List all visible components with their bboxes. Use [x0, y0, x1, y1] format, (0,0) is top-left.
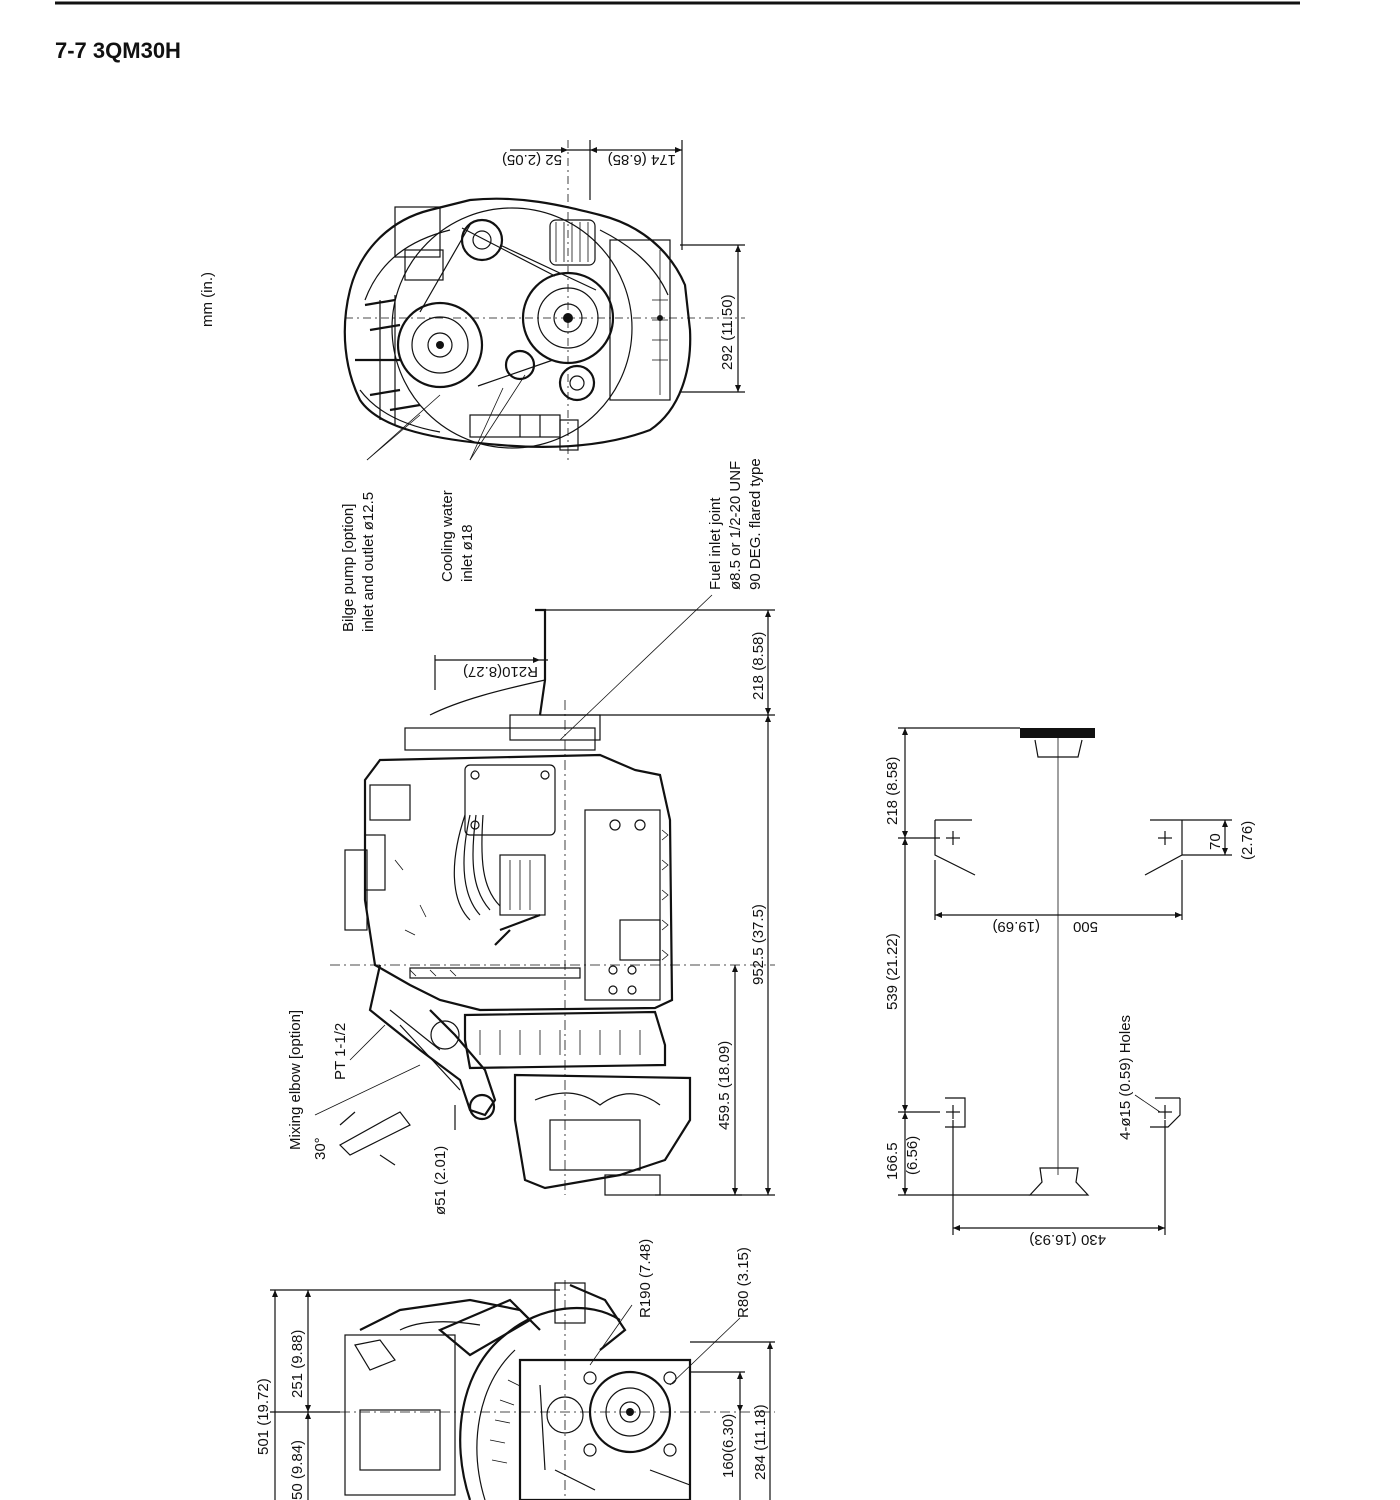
- dim-250: 50 (9.84): [289, 1440, 306, 1500]
- front-view: 174 (6.85) 52 (2.05) 292 (11.50) Bilge p…: [340, 140, 764, 632]
- dim-500-b: (19.69): [992, 918, 1040, 935]
- callout-cooling-2: inlet ø18: [459, 524, 476, 582]
- dim-251: 251 (9.88): [289, 1330, 306, 1398]
- side-view: R210(8.27): [287, 594, 775, 1215]
- callout-cooling-1: Cooling water: [439, 490, 456, 582]
- dim-r190: R190 (7.48): [637, 1239, 654, 1318]
- dim-70-b: (2.76): [1239, 821, 1256, 860]
- dim-70-a: 70: [1207, 833, 1224, 850]
- dim-51: ø51 (2.01): [432, 1146, 449, 1215]
- dim-52: 52 (2.05): [502, 151, 562, 168]
- dim-r80: R80 (3.15): [735, 1247, 752, 1318]
- dim-218-side: 218 (8.58): [750, 632, 767, 700]
- callout-fuel-2: ø8.5 or 1/2-20 UNF: [727, 461, 744, 590]
- dim-218-plan: 218 (8.58): [884, 757, 901, 825]
- dim-539: 539 (21.22): [884, 933, 901, 1010]
- dim-166-a: 166.5: [884, 1142, 901, 1180]
- dim-284: 284 (11.18): [752, 1404, 769, 1480]
- dim-501: 501 (19.72): [255, 1378, 272, 1455]
- callout-fuel-1: Fuel inlet joint: [707, 497, 724, 590]
- units-label: mm (in.): [199, 272, 216, 327]
- callout-bilge-1: Bilge pump [option]: [340, 504, 357, 632]
- dim-292: 292 (11.50): [719, 294, 736, 370]
- dim-952: 952.5 (37.5): [750, 904, 767, 985]
- callout-bilge-2: inlet and outlet ø12.5: [360, 492, 377, 632]
- dim-r210: R210(8.27): [463, 663, 538, 680]
- dim-430: 430 (16.93): [1029, 1231, 1106, 1248]
- dim-160: 160(6.30): [720, 1414, 737, 1478]
- callout-pt: PT 1-1/2: [332, 1023, 349, 1080]
- callout-fuel-3: 90 DEG. flared type: [747, 458, 764, 590]
- dim-166-b: (6.56): [904, 1136, 921, 1175]
- callout-mixing-elbow: Mixing elbow [option]: [287, 1010, 304, 1150]
- rear-view: 501 (19.72) 251 (9.88) 50 (9.84) 160(6.3…: [255, 1239, 775, 1500]
- callout-angle: 30°: [312, 1137, 329, 1160]
- dim-459: 459.5 (18.09): [716, 1041, 733, 1130]
- dim-500-a: 500: [1073, 918, 1098, 935]
- dim-174: 174 (6.85): [608, 151, 676, 168]
- page-title: 7-7 3QM30H: [55, 38, 181, 63]
- mount-plan: 218 (8.58) 539 (21.22) 166.5 (6.56) 500 …: [884, 727, 1256, 1248]
- callout-holes: 4-ø15 (0.59) Holes: [1117, 1015, 1134, 1140]
